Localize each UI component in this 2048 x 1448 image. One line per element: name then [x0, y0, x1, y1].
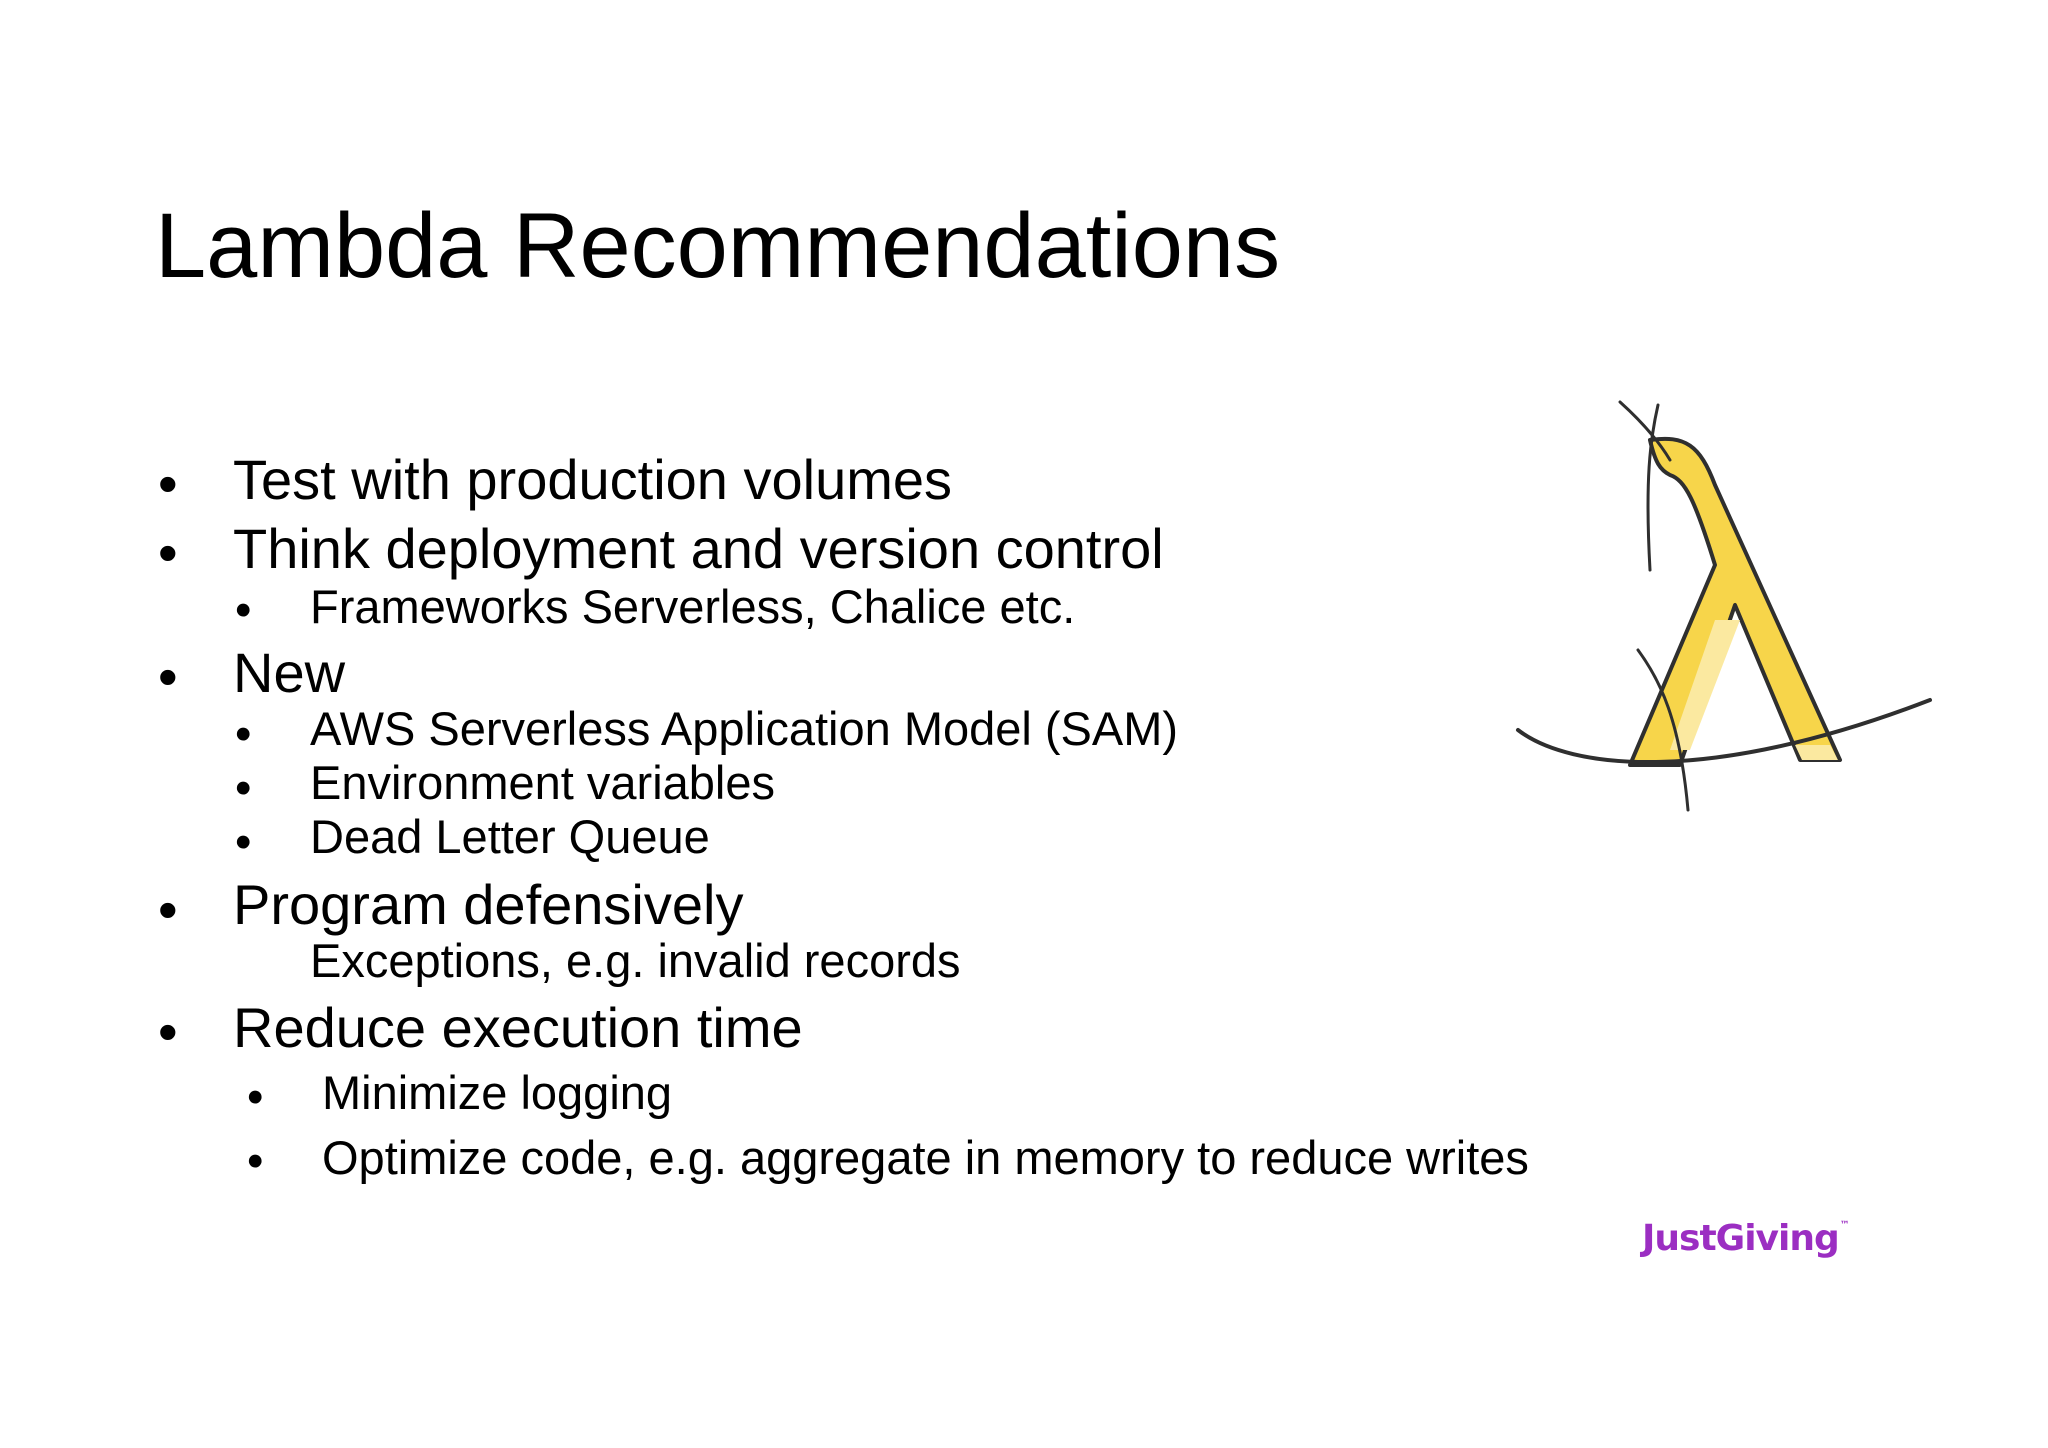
sub-bullet-item: Dead Letter Queue	[310, 810, 710, 863]
justgiving-logo: JustGiving™	[1642, 1218, 1850, 1259]
lambda-logo-icon	[1516, 400, 1932, 812]
sketch-stroke	[1636, 648, 1690, 812]
sub-bullet-marker: •	[235, 707, 252, 760]
slide-title: Lambda Recommendations	[155, 195, 1281, 297]
bullet-item: Reduce execution time	[233, 996, 803, 1059]
bullet-marker: •	[158, 645, 178, 708]
lambda-shape	[1628, 436, 1842, 767]
bullet-item: Program defensively	[233, 873, 744, 936]
sketch-stroke	[1516, 698, 1932, 765]
bullet-item: New	[233, 641, 346, 704]
sketch-stroke	[1618, 400, 1672, 462]
sub-bullet-marker: •	[235, 761, 252, 814]
sub-bullet-marker: •	[247, 1070, 264, 1123]
brand-name: JustGiving	[1642, 1218, 1840, 1259]
sub-bullet-marker: •	[235, 583, 252, 636]
bullet-marker: •	[158, 878, 178, 941]
sub-bullet-item: Frameworks Serverless, Chalice etc.	[310, 580, 1076, 633]
sub-bullet-item: Minimize logging	[322, 1066, 673, 1119]
sketch-stroke	[1646, 403, 1660, 572]
bullet-marker: •	[158, 452, 178, 515]
sub-bullet-item: Optimize code, e.g. aggregate in memory …	[322, 1131, 1529, 1184]
sub-bullet-item: Exceptions, e.g. invalid records	[310, 934, 961, 987]
sub-bullet-marker: •	[235, 815, 252, 868]
bullet-marker: •	[158, 521, 178, 584]
lambda-highlight	[1670, 620, 1740, 750]
bullet-item: Think deployment and version control	[233, 517, 1164, 580]
bullet-item: Test with production volumes	[233, 448, 953, 511]
bullet-marker: •	[158, 1000, 178, 1063]
lambda-highlight	[1795, 745, 1838, 760]
sub-bullet-item: Environment variables	[310, 756, 775, 809]
sub-bullet-marker: •	[247, 1134, 264, 1187]
sub-bullet-item: AWS Serverless Application Model (SAM)	[310, 702, 1179, 755]
trademark-mark: ™	[1839, 1220, 1850, 1231]
